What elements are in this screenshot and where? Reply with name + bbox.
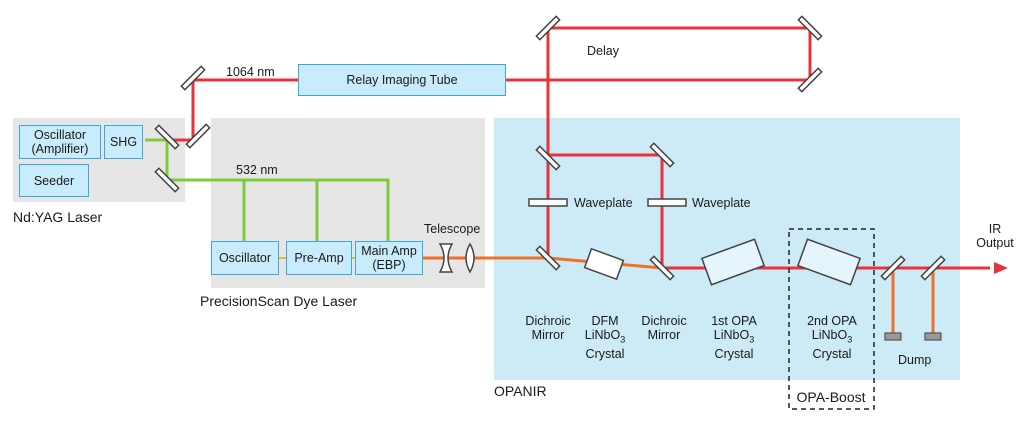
pre-amp-box: Pre-Amp — [286, 241, 352, 275]
opa-boost-frame — [788, 228, 875, 410]
opa-boost-label: OPA-Boost — [796, 389, 866, 405]
red-beam-path — [145, 26, 990, 270]
waveplates — [528, 198, 687, 207]
mirrors — [154, 15, 946, 281]
first-opa-crystal-label: 1st OPA LiNbO3 Crystal — [711, 314, 757, 361]
red-beam-split — [548, 153, 664, 268]
waveplate1-label: Waveplate — [574, 196, 633, 210]
delay-label: Delay — [587, 44, 619, 58]
ndyag-label: Nd:YAG Laser — [13, 209, 103, 225]
seeder-box: Seeder — [19, 164, 89, 197]
shg-box: SHG — [104, 125, 143, 159]
beam-dumps — [884, 332, 942, 341]
oscillator-amplifier-box: Oscillator (Amplifier) — [19, 125, 101, 159]
relay-imaging-tube-box: Relay Imaging Tube — [298, 64, 506, 96]
waveplate2-label: Waveplate — [692, 196, 751, 210]
red-beam-delay-loop — [546, 26, 812, 155]
opanir-label: OPANIR — [494, 383, 547, 399]
ir-output-arrowhead — [994, 262, 1008, 274]
1064nm-label: 1064 nm — [226, 65, 275, 79]
dye-oscillator-box: Oscillator — [211, 241, 279, 275]
telescope-label: Telescope — [424, 222, 481, 236]
main-amp-box: Main Amp (EBP) — [355, 241, 423, 275]
telescope-lenses — [438, 242, 475, 274]
532nm-label: 532 nm — [236, 163, 278, 177]
dfm-crystal-label: DFM LiNbO3 Crystal — [584, 314, 626, 361]
green-beam-path — [145, 138, 390, 242]
dump-label: Dump — [898, 353, 932, 367]
second-opa-crystal-label: 2nd OPA LiNbO3 Crystal — [807, 314, 857, 361]
dye-laser-label: PrecisionScan Dye Laser — [200, 293, 358, 309]
crystals — [583, 238, 862, 286]
